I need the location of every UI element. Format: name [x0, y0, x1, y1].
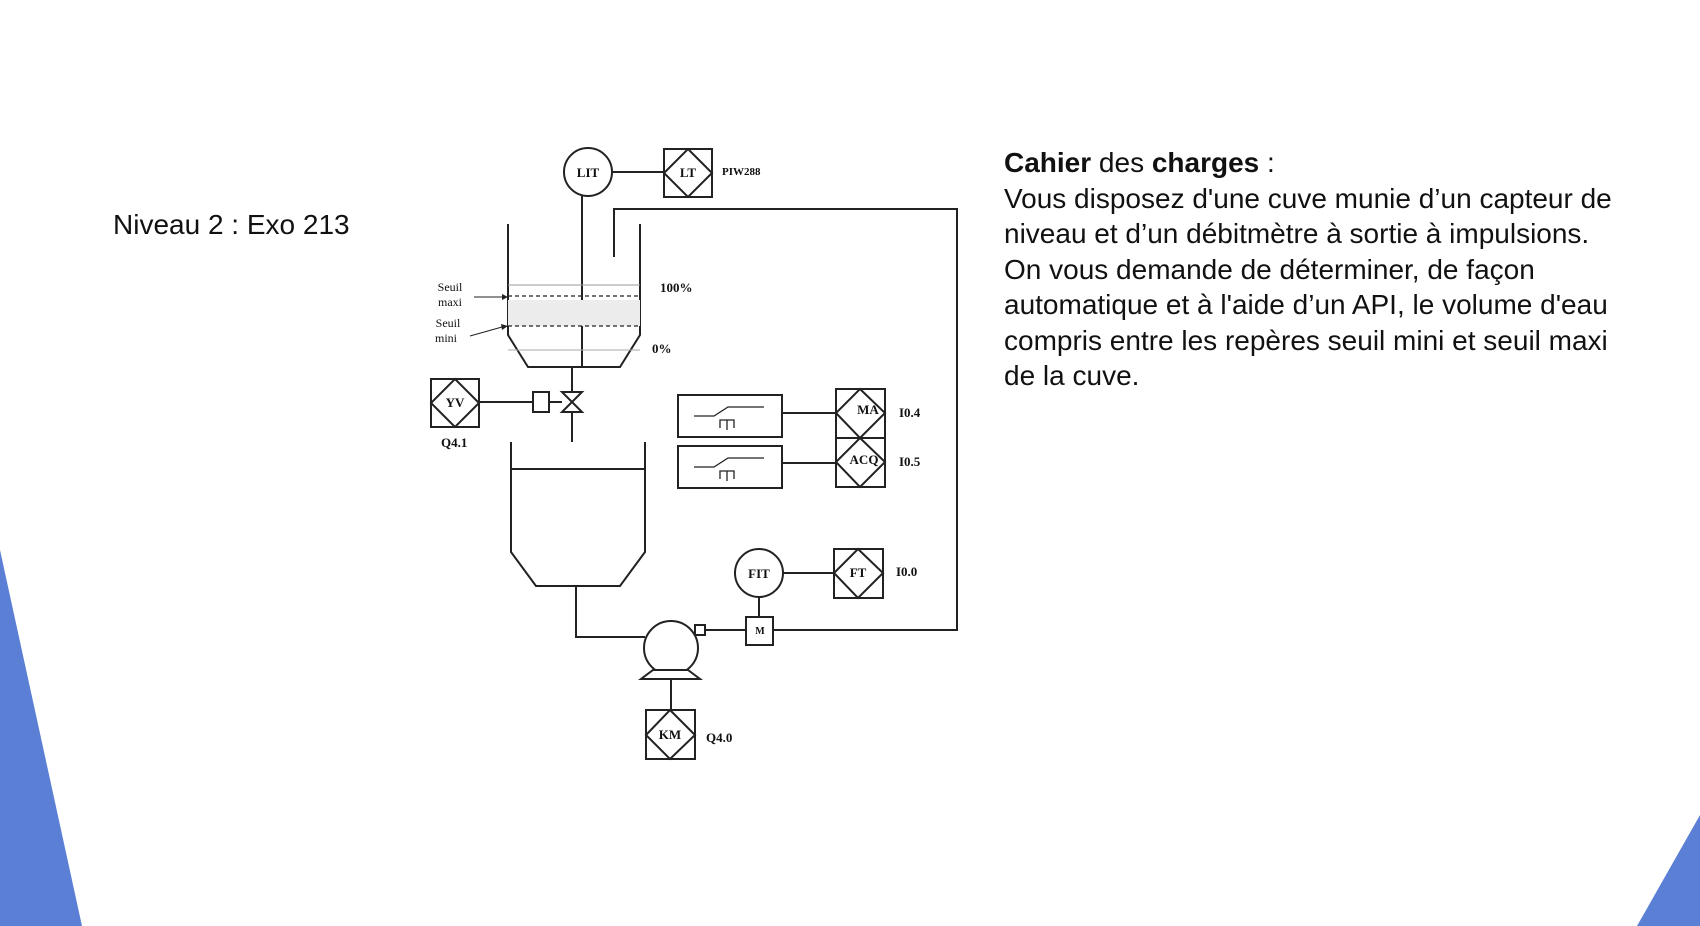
q40-label: Q4.0 [706, 730, 732, 745]
ma-switch [677, 394, 783, 438]
spec-heading-bold-2: charges [1151, 147, 1260, 178]
ft-label: FT [850, 565, 867, 580]
i04-label: I0.4 [899, 405, 921, 420]
spec-heading-bold-1: Cahier [1004, 147, 1092, 178]
spec-heading-normal: des [1091, 147, 1152, 178]
left-corner-triangle [0, 550, 82, 926]
km-label: KM [659, 727, 681, 742]
level-0-label: 0% [652, 341, 672, 356]
spec-paragraph-1: Vous disposez d'une cuve munie d’un capt… [1004, 182, 1612, 250]
spec-paragraph-2: On vous demande de déterminer, de façon … [1004, 253, 1608, 392]
spec-heading-tail: : [1259, 147, 1275, 178]
spec-heading: Cahier des charges : [1004, 145, 1644, 181]
ma-label: MA [857, 402, 879, 417]
lit-label: LIT [577, 165, 600, 180]
acq-switch [677, 445, 783, 489]
seuil-maxi-label-2: maxi [438, 295, 463, 309]
q41-label: Q4.1 [441, 435, 467, 450]
piw288-label: PIW288 [722, 166, 761, 178]
valve-actuator [532, 391, 550, 413]
m-label: M [755, 626, 765, 637]
i05-label: I0.5 [899, 454, 921, 469]
seuil-mini-label-2: mini [435, 331, 458, 345]
slide-title: Niveau 2 : Exo 213 [113, 209, 350, 240]
pump [643, 620, 699, 676]
level-100-label: 100% [660, 280, 693, 295]
yv-label: YV [446, 395, 465, 410]
right-corner-triangle [1637, 815, 1700, 926]
drain-valve [559, 391, 585, 413]
fit-label: FIT [748, 566, 770, 581]
lower-tank [510, 442, 646, 587]
i00-label: I0.0 [896, 564, 917, 579]
lt-label: LT [680, 165, 696, 180]
return-pipe [613, 208, 958, 631]
seuil-maxi-label-1: Seuil [438, 280, 463, 294]
specification-text: Cahier des charges : Vous disposez d'une… [1004, 145, 1644, 394]
acq-label: ACQ [850, 452, 879, 467]
seuil-mini-label-1: Seuil [436, 316, 461, 330]
